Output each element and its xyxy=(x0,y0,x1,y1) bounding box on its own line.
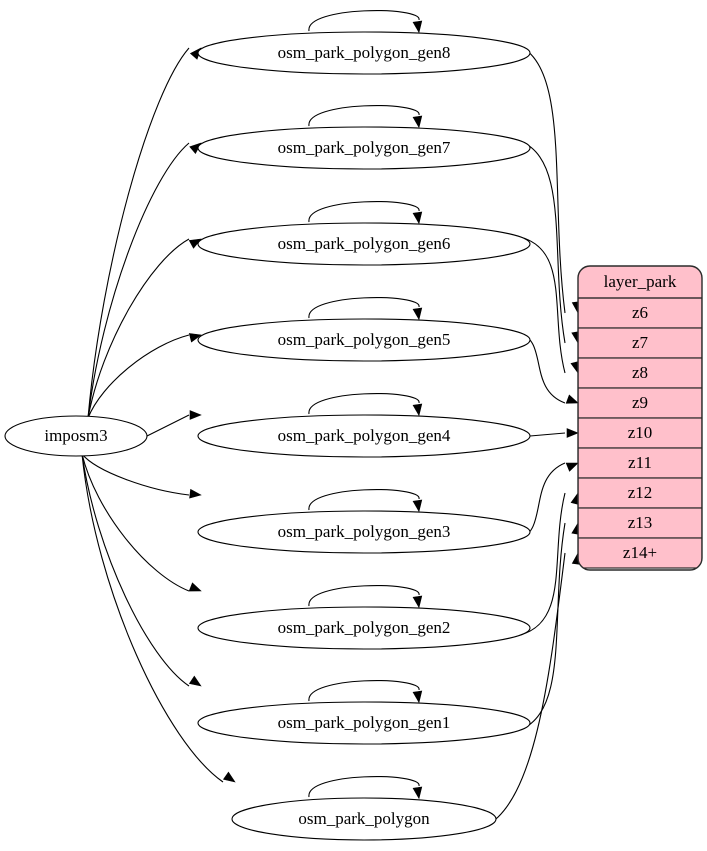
self-loop-arrow-gen7 xyxy=(412,115,423,129)
table-row-z12[interactable] xyxy=(578,477,702,509)
table-row-label-z12: z12 xyxy=(628,483,653,502)
self-loop-arrow-gen5 xyxy=(412,307,423,321)
edge-gen4-to-row-4 xyxy=(529,432,566,437)
node-gen5[interactable]: osm_park_polygon_gen5 xyxy=(197,318,531,362)
node-gen6-shape xyxy=(197,222,531,266)
edge-imposm3-to-gen3 xyxy=(81,453,190,496)
edge-arrow-imposm3-to-gen4 xyxy=(189,410,202,420)
edge-arrow-imposm3-to-gen2 xyxy=(188,582,202,592)
edges-from-imposm3 xyxy=(81,47,236,783)
edge-imposm3-to-gen1 xyxy=(81,453,190,687)
edge-gen8-to-row-0 xyxy=(519,45,566,314)
node-gen7-shape xyxy=(197,126,531,170)
self-loop-edge-gen2 xyxy=(308,585,420,607)
edge-arrow-imposm3-to-gen3 xyxy=(189,488,202,499)
table-outer-border xyxy=(577,265,703,571)
table-row-label-z13: z13 xyxy=(628,513,653,532)
table-row-z13[interactable] xyxy=(578,507,702,539)
table-row-label-z6: z6 xyxy=(632,303,648,322)
table-row-label-z11: z11 xyxy=(628,453,652,472)
edge-imposm3-to-base xyxy=(81,453,224,783)
node-imposm3-shape xyxy=(4,415,148,457)
edge-arrow-imposm3-to-base xyxy=(222,771,236,783)
edge-arrow-gen3-to-row-5 xyxy=(565,462,579,472)
edge-imposm3-to-gen7 xyxy=(87,142,190,419)
table-row-label-z14+: z14+ xyxy=(623,543,657,562)
self-loop-edge-gen4 xyxy=(308,393,420,415)
table-row-label-z8: z8 xyxy=(632,363,648,382)
self-loop-edge-gen8 xyxy=(308,10,420,32)
layer-park-table-group[interactable] xyxy=(578,266,702,569)
table-row-label-z7: z7 xyxy=(632,333,649,352)
edge-arrow-imposm3-to-gen5 xyxy=(188,333,202,343)
self-loop-arrow-base xyxy=(412,786,423,800)
self-loop-arrow-gen3 xyxy=(412,499,423,513)
edge-gen6-to-row-2 xyxy=(519,236,566,374)
self-loop-edge-gen3 xyxy=(308,489,420,511)
edge-gen1-to-row-7 xyxy=(519,522,566,731)
self-loop-edge-gen7 xyxy=(308,105,420,127)
table-row-z10[interactable] xyxy=(578,417,702,449)
edge-imposm3-to-gen5 xyxy=(87,334,190,419)
self-loop-arrow-gen8 xyxy=(412,20,423,34)
edge-imposm3-to-gen6 xyxy=(87,238,190,419)
polygon-nodes: imposm3 osm_park_polygon_gen8 osm_park_pol… xyxy=(4,31,531,841)
edge-gen7-to-row-1 xyxy=(519,140,566,344)
self-loop-arrow-gen2 xyxy=(412,595,423,609)
self-loop-edge-gen5 xyxy=(308,297,420,319)
node-gen1-shape xyxy=(197,701,531,745)
node-base-shape xyxy=(231,797,497,841)
node-gen2[interactable]: osm_park_polygon_gen2 xyxy=(197,606,531,650)
self-loop-edges xyxy=(308,10,423,800)
edge-arrow-gen5-to-row-3 xyxy=(565,394,579,404)
node-gen8-shape xyxy=(197,31,531,75)
edge-arrow-imposm3-to-gen1 xyxy=(188,675,202,687)
node-gen8-label: osm_park_polygon_gen8 xyxy=(278,43,451,62)
node-gen7[interactable]: osm_park_polygon_gen7 xyxy=(197,126,531,170)
edge-arrow-imposm3-to-gen6 xyxy=(188,238,202,249)
node-gen1-label: osm_park_polygon_gen1 xyxy=(278,713,451,732)
table-row-z14+[interactable] xyxy=(578,537,702,569)
node-imposm3[interactable]: imposm3 xyxy=(4,415,148,457)
table-header-label: layer_park xyxy=(604,272,677,291)
edge-gen2-to-row-6 xyxy=(519,492,566,636)
node-gen4-shape xyxy=(197,414,531,458)
layer-park-table: layer_park z6 z7 z8 z9 z10 z11 z12 z13 z14+ xyxy=(577,265,703,571)
edge-imposm3-to-gen4 xyxy=(146,414,190,437)
table-header-cell xyxy=(578,266,702,298)
node-gen4[interactable]: osm_park_polygon_gen4 xyxy=(197,414,531,458)
node-base[interactable]: osm_park_polygon xyxy=(231,797,497,841)
table-row-label-z9: z9 xyxy=(632,393,648,412)
self-loop-arrow-gen4 xyxy=(412,403,423,417)
table-row-label-z10: z10 xyxy=(628,423,653,442)
node-gen2-shape xyxy=(197,606,531,650)
edge-imposm3-to-gen2 xyxy=(81,453,190,592)
table-row-z8[interactable] xyxy=(578,357,702,389)
edge-arrow-gen4-to-row-4 xyxy=(566,428,579,438)
node-gen6[interactable]: osm_park_polygon_gen6 xyxy=(197,222,531,266)
table-row-z7[interactable] xyxy=(578,327,702,359)
node-gen3-label: osm_park_polygon_gen3 xyxy=(278,522,451,541)
edge-imposm3-to-gen8 xyxy=(87,47,190,419)
node-gen4-label: osm_park_polygon_gen4 xyxy=(278,426,451,445)
self-loop-arrow-gen6 xyxy=(412,211,423,225)
node-gen6-label: osm_park_polygon_gen6 xyxy=(278,234,451,253)
node-gen5-shape xyxy=(197,318,531,362)
node-gen3-shape xyxy=(197,510,531,554)
node-gen1[interactable]: osm_park_polygon_gen1 xyxy=(197,701,531,745)
node-base-label: osm_park_polygon xyxy=(298,809,430,828)
self-loop-edge-gen6 xyxy=(308,201,420,223)
node-gen8[interactable]: osm_park_polygon_gen8 xyxy=(197,31,531,75)
node-gen5-label: osm_park_polygon_gen5 xyxy=(278,330,451,349)
node-gen2-label: osm_park_polygon_gen2 xyxy=(278,618,451,637)
self-loop-edge-base xyxy=(308,776,420,798)
self-loop-edge-gen1 xyxy=(308,680,420,702)
self-loop-arrow-gen1 xyxy=(412,690,423,704)
node-imposm3-label: imposm3 xyxy=(44,426,107,445)
node-gen7-label: osm_park_polygon_gen7 xyxy=(278,138,451,157)
node-gen3[interactable]: osm_park_polygon_gen3 xyxy=(197,510,531,554)
edge-base-to-row-8 xyxy=(485,552,566,827)
